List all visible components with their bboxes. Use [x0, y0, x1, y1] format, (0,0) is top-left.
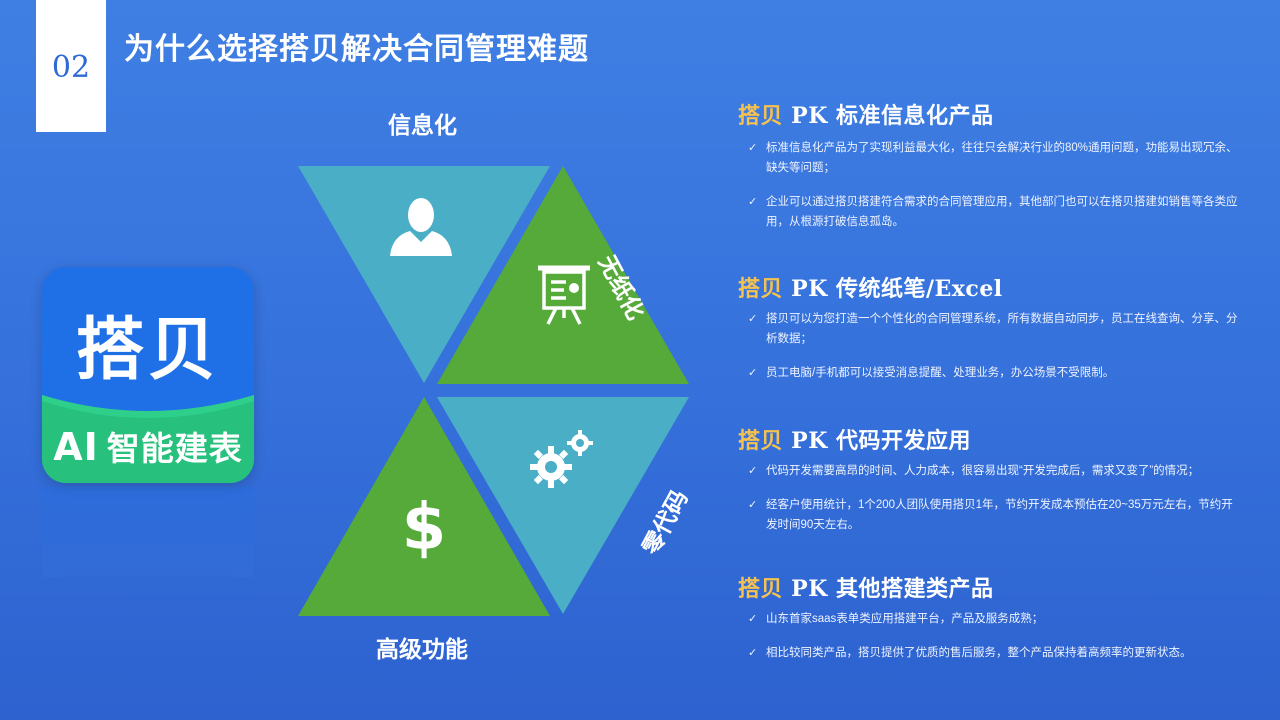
check-icon: ✓ [748, 613, 758, 625]
triangle-advanced [298, 397, 550, 616]
list-item: ✓标准信息化产品为了实现利益最大化，往往只会解决行业的80%通用问题，功能易出现… [738, 138, 1238, 178]
check-icon: ✓ [748, 647, 758, 659]
logo-wave [42, 395, 254, 483]
section-title: 搭贝 PK 代码开发应用 [738, 428, 971, 454]
check-icon: ✓ [748, 499, 758, 511]
section-title: 搭贝 PK 传统纸笔/Excel [738, 276, 1003, 302]
user-icon [390, 198, 452, 256]
section-title: 搭贝 PK 其他搭建类产品 [738, 576, 994, 602]
triangle-info [298, 166, 550, 383]
dollar-icon: $ [402, 491, 447, 565]
logo-ai-text: AI [53, 425, 99, 469]
section-vs-paper: 搭贝 PK 传统纸笔/Excel ✓搭贝可以为您打造一个个性化的合同管理系统，所… [738, 271, 1238, 383]
check-icon: ✓ [748, 142, 758, 154]
presentation-board-icon [538, 265, 590, 325]
check-icon: ✓ [748, 367, 758, 379]
check-icon: ✓ [748, 196, 758, 208]
logo-sub-text: 智能建表 [106, 429, 243, 468]
triangle-paperless [437, 166, 689, 384]
list-item: ✓相比较同类产品，搭贝提供了优质的售后服务，整个产品保持着高频率的更新状态。 [738, 643, 1238, 663]
section-vs-standard: 搭贝 PK 标准信息化产品 ✓标准信息化产品为了实现利益最大化，往往只会解决行业… [738, 98, 1238, 232]
gears-icon [530, 430, 593, 488]
page-number-box: 02 [36, 0, 106, 132]
list-item: ✓搭贝可以为您打造一个个性化的合同管理系统，所有数据自动同步，员工在线查询、分享… [738, 309, 1238, 349]
check-icon: ✓ [748, 465, 758, 477]
list-item: ✓企业可以通过搭贝搭建符合需求的合同管理应用，其他部门也可以在搭贝搭建如销售等各… [738, 192, 1238, 232]
logo-main-text: 搭贝 [75, 310, 220, 390]
section-vs-code: 搭贝 PK 代码开发应用 ✓代码开发需要高昂的时间、人力成本，很容易出现“开发完… [738, 423, 1238, 535]
section-vs-builders: 搭贝 PK 其他搭建类产品 ✓山东首家saas表单类应用搭建平台，产品及服务成熟… [738, 571, 1238, 663]
label-advanced-features: 高级功能 [376, 636, 468, 663]
page-title: 为什么选择搭贝解决合同管理难题 [124, 32, 589, 67]
triangle-zero-code [437, 397, 689, 614]
label-informatization: 信息化 [388, 112, 457, 139]
check-icon: ✓ [748, 313, 758, 325]
page-number: 02 [51, 49, 91, 85]
section-title: 搭贝 PK 标准信息化产品 [738, 103, 994, 129]
list-item: ✓经客户使用统计，1个200人团队使用搭贝1年，节约开发成本预估在20~35万元… [738, 495, 1238, 535]
list-item: ✓员工电脑/手机都可以接受消息提醒、处理业务，办公场景不受限制。 [738, 363, 1238, 383]
list-item: ✓山东首家saas表单类应用搭建平台，产品及服务成熟； [738, 609, 1238, 629]
list-item: ✓代码开发需要高昂的时间、人力成本，很容易出现“开发完成后，需求又变了”的情况； [738, 461, 1238, 481]
